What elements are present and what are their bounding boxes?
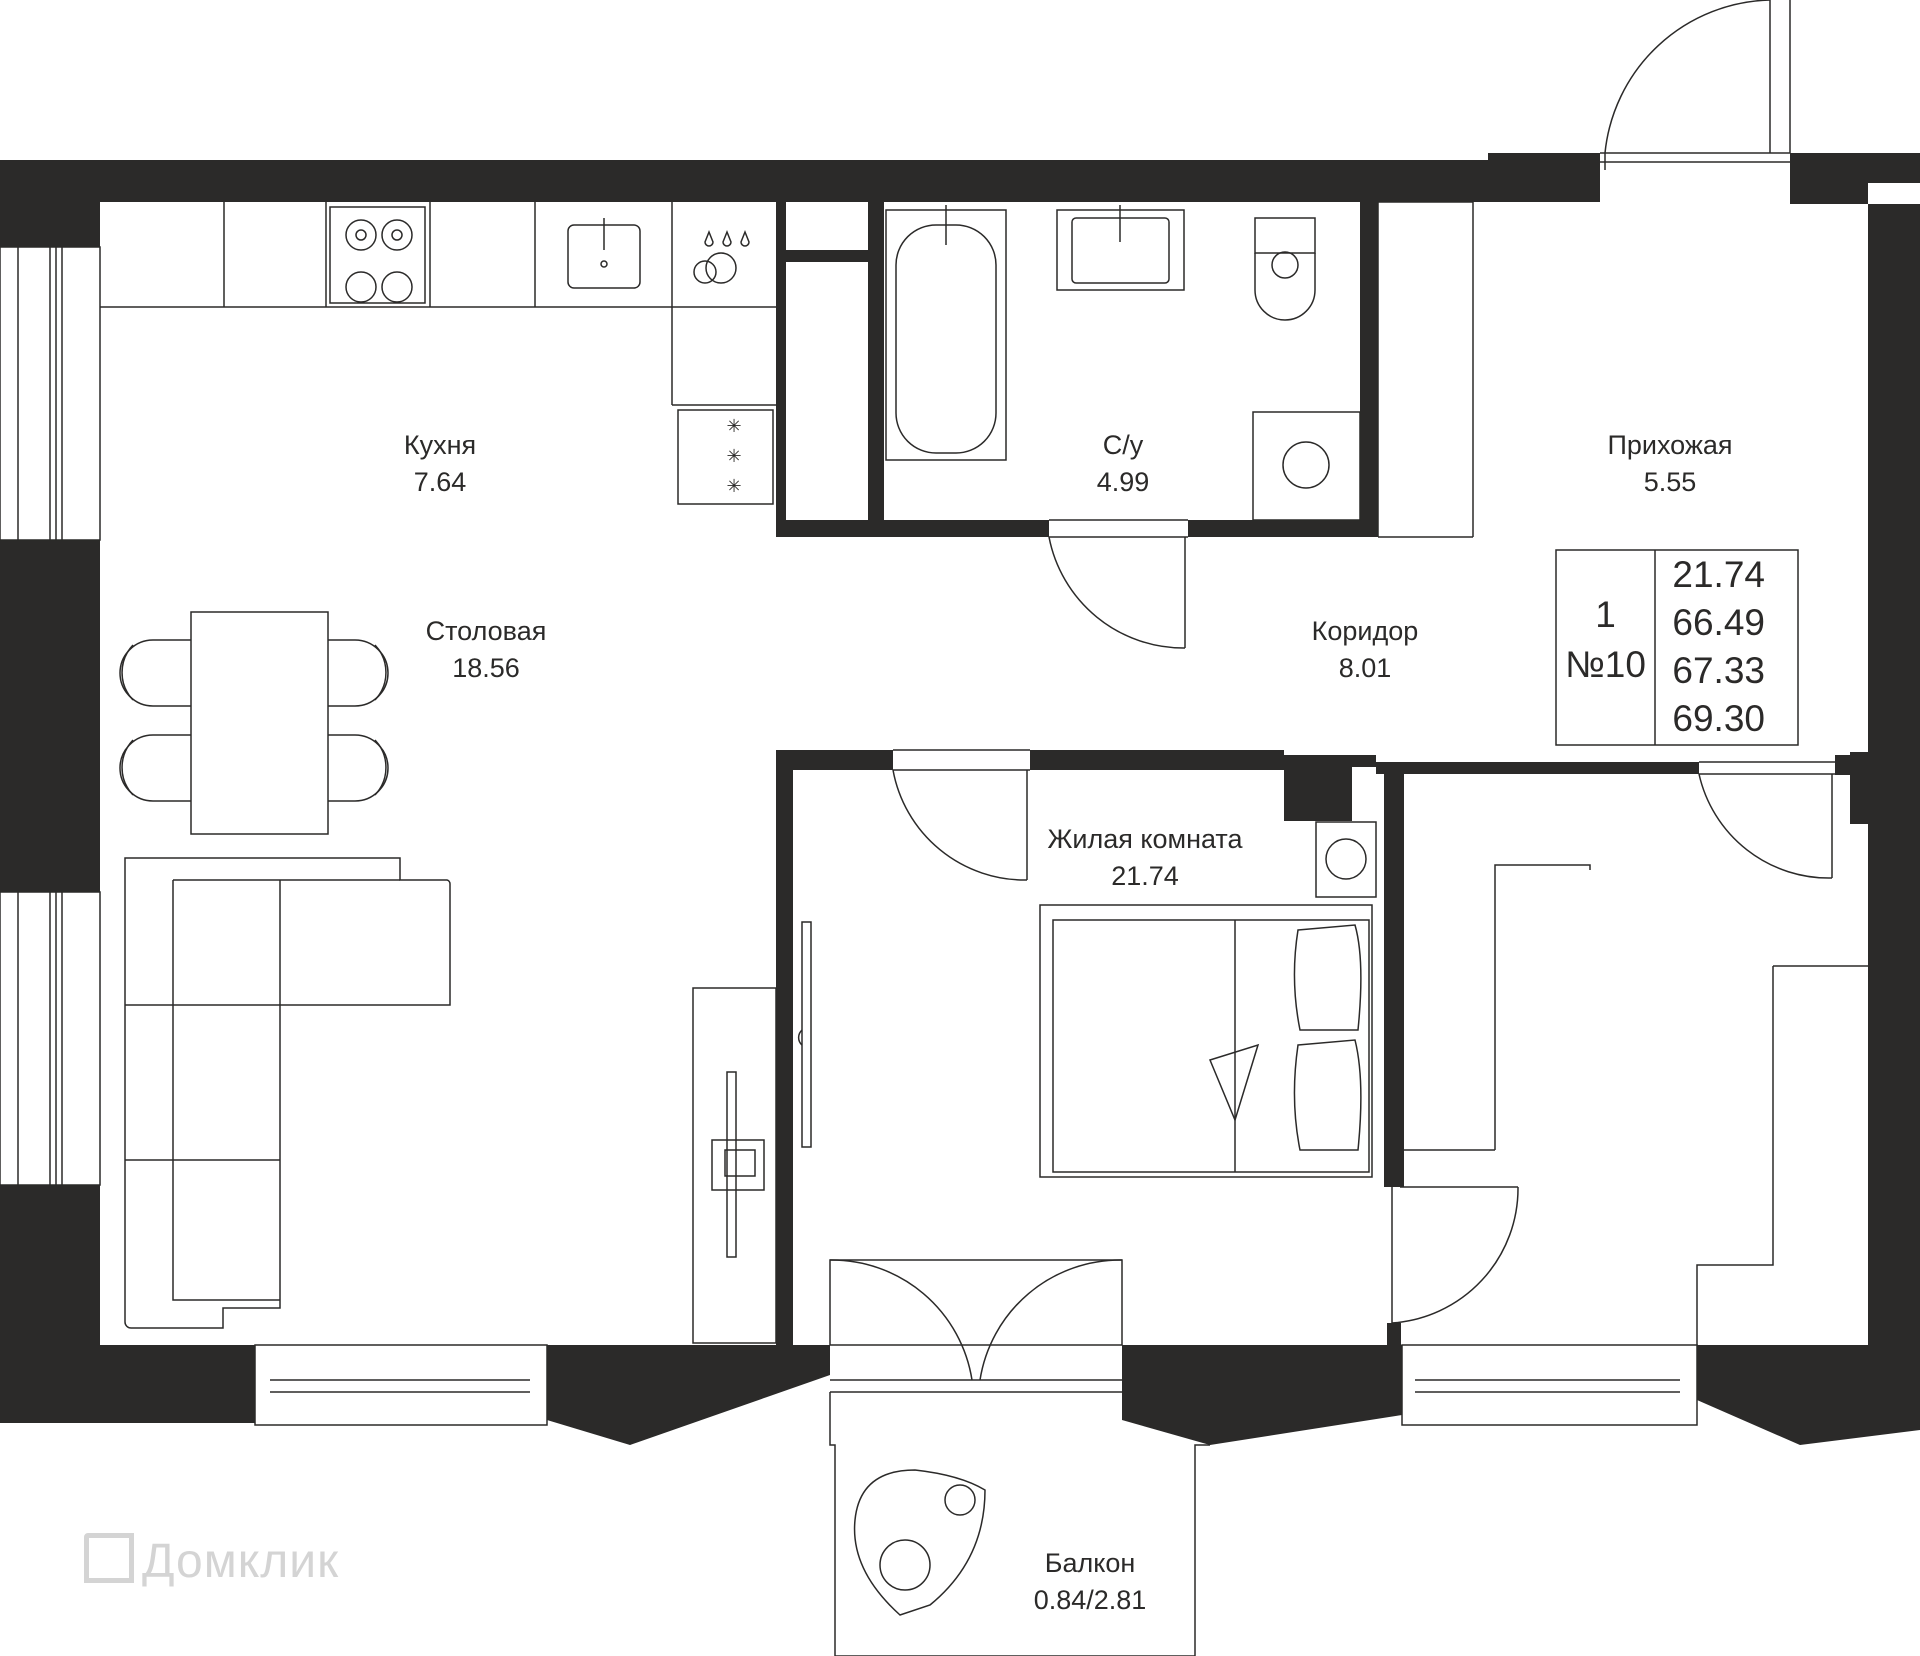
stove-icon	[329, 206, 426, 304]
bed-icon	[1039, 904, 1373, 1178]
room-corridor-label: Коридор 8.01	[1275, 613, 1455, 687]
room-name: Кухня	[403, 430, 477, 460]
room-name: Жилая комната	[1047, 824, 1243, 854]
room-area: 21.74	[1111, 861, 1179, 891]
room-name: Прихожая	[1607, 430, 1733, 460]
house-logo-icon	[84, 1533, 134, 1583]
svg-text:✳: ✳	[726, 476, 741, 496]
sink-icon	[1056, 205, 1185, 291]
svg-text:✳: ✳	[726, 416, 741, 436]
apartment-number: №10	[1565, 644, 1646, 685]
room-area: 0.84/2.81	[1033, 1585, 1147, 1615]
room-area: 5.55	[1643, 467, 1697, 497]
room-kitchen-label: Кухня 7.64	[370, 427, 510, 501]
room-name: С/у	[1102, 430, 1144, 460]
outlines: ✳ ✳ ✳	[0, 0, 1868, 1656]
room-area: 7.64	[413, 467, 467, 497]
armchair-icon	[853, 1469, 986, 1616]
room-living-label: Жилая комната 21.74	[1020, 821, 1270, 895]
area-total-balcony-reduced: 67.33	[1672, 650, 1765, 691]
washing-machine-icon	[1252, 411, 1361, 521]
sofa-icon	[124, 857, 451, 1329]
area-living: 21.74	[1672, 554, 1765, 595]
room-dining-label: Столовая 18.56	[396, 613, 576, 687]
area-total-balcony-full: 69.30	[1672, 698, 1765, 739]
walls	[0, 153, 1920, 1445]
toilet-icon	[1254, 217, 1316, 321]
watermark: Домклик	[84, 1533, 339, 1589]
room-area: 8.01	[1338, 653, 1392, 683]
room-balcony-label: Балкон 0.84/2.81	[1010, 1545, 1170, 1619]
room-name: Столовая	[425, 616, 547, 646]
room-name: Коридор	[1311, 616, 1419, 646]
dining-table-icon	[119, 611, 389, 835]
bathtub-icon	[885, 205, 1007, 461]
rooms-count: 1	[1595, 594, 1616, 635]
room-area: 18.56	[452, 653, 520, 683]
room-hallway-label: Прихожая 5.55	[1580, 427, 1760, 501]
room-bathroom-label: С/у 4.99	[1053, 427, 1193, 501]
sink-icon	[567, 218, 641, 289]
svg-text:✳: ✳	[726, 446, 741, 466]
room-area: 4.99	[1096, 467, 1150, 497]
tv-icon	[692, 987, 777, 1344]
area-total: 66.49	[1672, 602, 1765, 643]
dishwasher-icon	[693, 229, 750, 284]
watermark-text: Домклик	[142, 1535, 340, 1588]
door-swing-icon	[829, 1259, 973, 1381]
room-name: Балкон	[1044, 1548, 1136, 1578]
